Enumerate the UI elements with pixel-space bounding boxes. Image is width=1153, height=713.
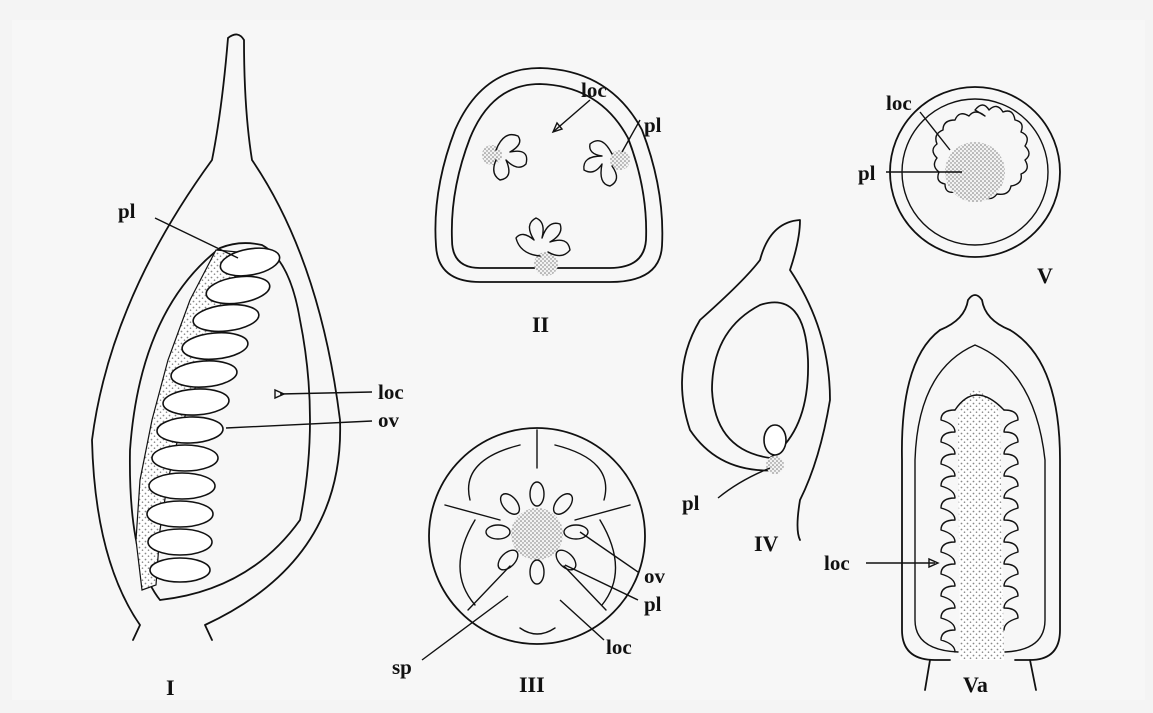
figure-va-central-column [958, 390, 1004, 660]
figure-i-pl-label: pl [118, 199, 136, 223]
figure-ii-caption: II [532, 312, 549, 337]
figure-v-loc-label: loc [886, 91, 912, 115]
figure-i-loc-label: loc [378, 380, 404, 404]
figure-iv-ovule [764, 425, 786, 474]
figure-iv-pl-label: pl [682, 491, 700, 515]
figure-iv-caption: IV [754, 531, 779, 556]
figure-iii-caption: III [519, 672, 545, 697]
figure-ii-loc-label: loc [581, 78, 607, 102]
figure-i-ov-label: ov [378, 408, 400, 432]
figure-va-loc-label: loc [824, 551, 850, 575]
figure-va-caption: Va [963, 672, 988, 697]
figure-iii-pl-label: pl [644, 592, 662, 616]
figure-v-pl-label: pl [858, 161, 876, 185]
figure-iii-ov-label: ov [644, 564, 666, 588]
figure-iii-sp-label: sp [392, 655, 412, 679]
figure-iii-central-axis [511, 508, 563, 560]
figure-v-caption: V [1037, 263, 1053, 288]
figure-i-caption: I [166, 675, 175, 700]
figure-ii-pl-label: pl [644, 113, 662, 137]
figure-iii-loc-label: loc [606, 635, 632, 659]
